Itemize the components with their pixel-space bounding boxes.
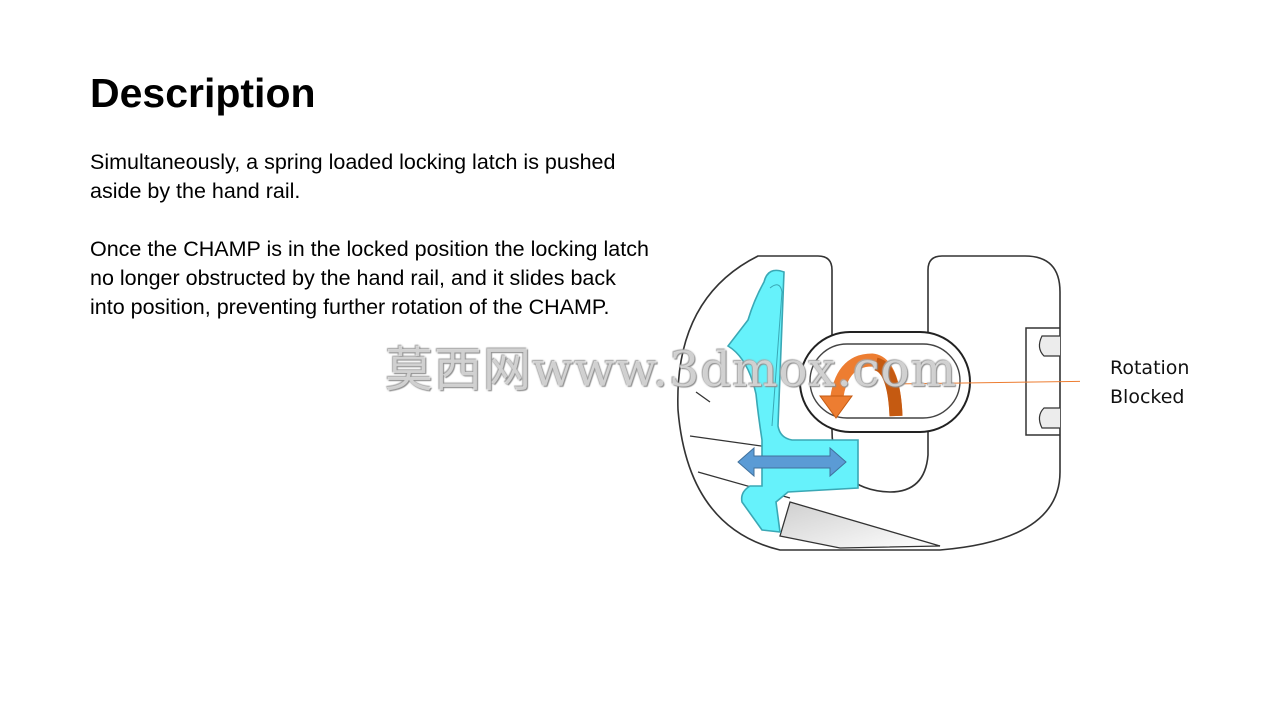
champ-latch-diagram [677,255,1080,551]
callout-line-2: Blocked [1110,386,1185,408]
slide-title: Description [90,70,316,116]
housing-notch [1025,327,1060,436]
slide-direction-arrow [737,446,847,478]
paragraph-latch-pushed: Simultaneously, a spring loaded locking … [90,150,616,203]
callout-leader-line [891,380,1080,385]
rotation-arrow-arc-shade [873,357,903,417]
rotation-blocked-label: Rotation Blocked [1110,354,1189,412]
callout-line-1: Rotation [1110,357,1190,379]
frame-lines [689,391,941,547]
description-text: Simultaneously, a spring loaded locking … [90,148,650,322]
ramp-surface [779,501,941,549]
paragraph-latch-returns: Once the CHAMP is in the locked position… [90,237,649,319]
rotation-arrow-head [819,395,853,419]
